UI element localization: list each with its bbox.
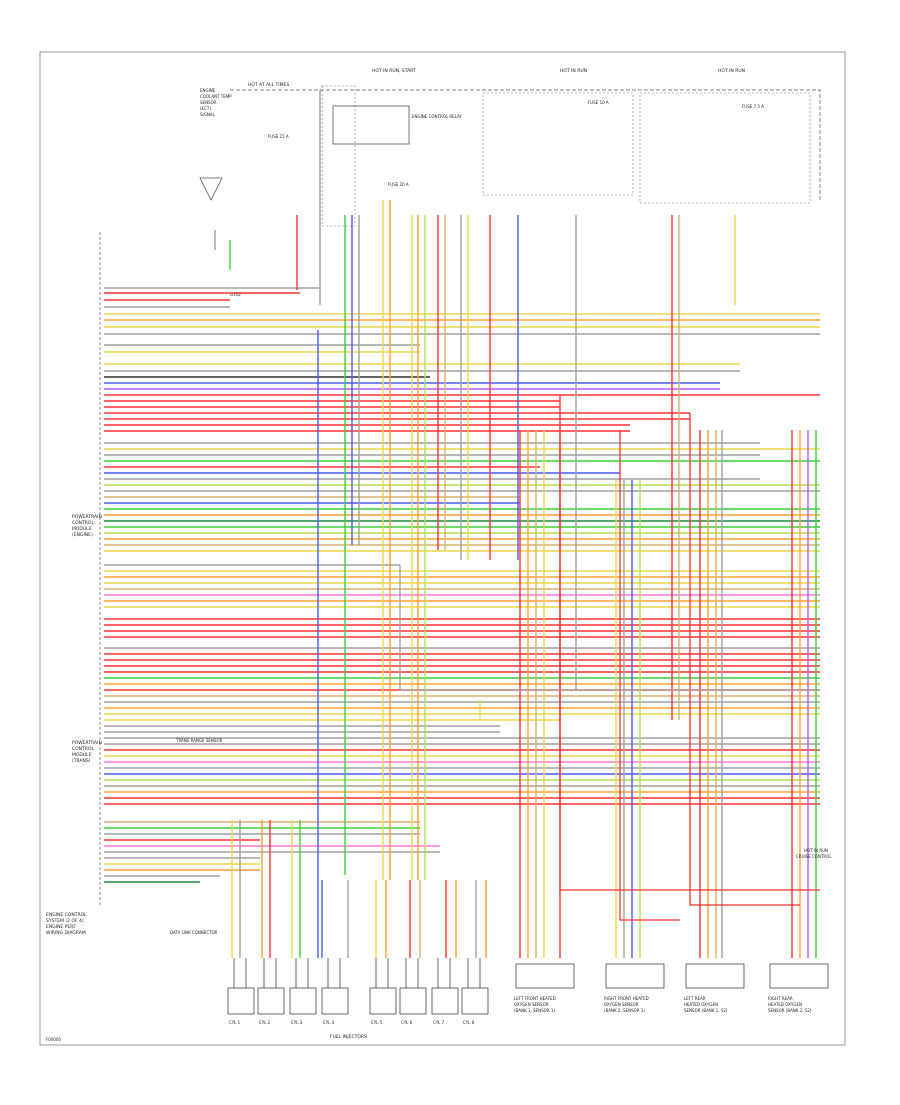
- svg-text:SENSOR: SENSOR: [200, 100, 217, 105]
- ecm-label-top: POWERTRAIN CONTROL MODULE (ENGINE): [72, 514, 102, 538]
- svg-text:ENGINE CONTROL: ENGINE CONTROL: [46, 912, 87, 918]
- wire-link-a: [559, 395, 820, 891]
- injector-7: CYL 7: [431, 987, 459, 1025]
- sensor-label-line: OXYGEN SENSOR: [514, 1002, 549, 1007]
- fuse-label-d: FUSE 7.5 A: [742, 104, 764, 109]
- sensor-label-line: SENSOR (BANK 1, S2): [684, 1008, 728, 1013]
- sensor-label-line: RIGHT REAR: [768, 996, 793, 1001]
- injector-4: CYL 4: [321, 987, 349, 1025]
- ect-sensor-label: ENGINE COOLANT TEMP SENSOR (ECT) SIGNAL: [200, 88, 232, 117]
- injector-3: CYL 3: [289, 987, 317, 1025]
- sensor-label-line: OXYGEN SENSOR: [604, 1002, 639, 1007]
- sensor-label-line: (BANK 1, SENSOR 1): [514, 1008, 555, 1013]
- upper-dashed-box: [321, 85, 356, 227]
- injector-label: CYL 8: [463, 1020, 475, 1025]
- relay-box: [332, 105, 410, 145]
- injector-6: CYL 6: [399, 987, 427, 1025]
- sensor-box: [769, 963, 829, 989]
- injector-box: [227, 987, 255, 1015]
- sensor-label-line: RIGHT FRONT HEATED: [604, 996, 649, 1001]
- power-label-c: HOT IN RUN: [560, 68, 587, 74]
- sensor-box: [605, 963, 665, 989]
- sensor-box: [685, 963, 745, 989]
- svg-text:(ENGINE): (ENGINE): [72, 532, 93, 538]
- injector-box: [461, 987, 489, 1015]
- fuel-injectors-label: FUEL INJECTORS: [330, 1034, 367, 1040]
- svg-text:(ECT): (ECT): [200, 106, 211, 111]
- sensor-box: [515, 963, 575, 989]
- svg-text:POWERTRAIN: POWERTRAIN: [72, 514, 102, 520]
- svg-text:CONTROL: CONTROL: [72, 746, 94, 752]
- wire-link-b: [619, 430, 680, 921]
- injector-label: CYL 1: [229, 1020, 241, 1025]
- injector-group: CYL 1 CYL 2 CYL 3 CYL 4 CYL 5 CYL 6 CYL 7 CYL 8: [227, 987, 489, 1025]
- relay-label: ENGINE CONTROL RELAY: [412, 114, 462, 119]
- injector-label: CYL 3: [291, 1020, 303, 1025]
- svg-text:WIRING DIAGRAM: WIRING DIAGRAM: [46, 930, 86, 936]
- svg-text:CRUISE CONTROL: CRUISE CONTROL: [796, 854, 832, 859]
- fuse-label-a: FUSE 15 A: [268, 134, 289, 139]
- injector-box: [431, 987, 459, 1015]
- sensor-label-line: HEATED OXYGEN: [768, 1002, 802, 1007]
- injector-box: [289, 987, 317, 1015]
- svg-text:HOT IN RUN: HOT IN RUN: [804, 848, 828, 853]
- injector-8: CYL 8: [461, 987, 489, 1025]
- svg-text:POWERTRAIN: POWERTRAIN: [72, 740, 102, 746]
- injector-box: [321, 987, 349, 1015]
- svg-text:SYSTEM (2 OF 4): SYSTEM (2 OF 4): [46, 918, 84, 924]
- power-label-d: HOT IN RUN: [718, 68, 745, 74]
- figure-id: F00000: [46, 1037, 61, 1042]
- fuse-label-c: FUSE 10 A: [588, 100, 609, 105]
- wire-link-d: [399, 565, 820, 691]
- injector-label: CYL 5: [371, 1020, 383, 1025]
- switch-box-a: [482, 92, 634, 196]
- sensor-label-line: LEFT REAR: [684, 996, 706, 1001]
- svg-text:SIGNAL: SIGNAL: [200, 112, 216, 117]
- injector-label: CYL 6: [401, 1020, 413, 1025]
- injector-box: [369, 987, 397, 1015]
- svg-text:ENGINE PERF.: ENGINE PERF.: [46, 924, 77, 930]
- ecm-label-bottom: POWERTRAIN CONTROL MODULE (TRANS): [72, 740, 102, 764]
- injector-label: CYL 4: [323, 1020, 335, 1025]
- wire-link-c: [689, 413, 800, 906]
- power-rail: [230, 89, 821, 200]
- svg-text:CONTROL: CONTROL: [72, 520, 94, 526]
- sensor-label-line: (BANK 2, SENSOR 1): [604, 1008, 645, 1013]
- power-label-b: HOT IN RUN, START: [372, 68, 416, 74]
- injector-label: CYL 7: [433, 1020, 445, 1025]
- svg-text:MODULE: MODULE: [72, 752, 92, 758]
- svg-text:(TRANS): (TRANS): [72, 758, 91, 764]
- wire-group: [104, 90, 820, 988]
- diagram-frame: [39, 51, 846, 1046]
- fuse-label-b: FUSE 20 A: [388, 182, 409, 187]
- switch-box-b: [639, 92, 811, 204]
- injector-box: [399, 987, 427, 1015]
- injector-1: CYL 1: [227, 987, 255, 1025]
- sensor-label-line: HEATED OXYGEN: [684, 1002, 718, 1007]
- trans-range-label: TRANS RANGE SENSOR: [175, 738, 223, 743]
- svg-text:ENGINE: ENGINE: [200, 88, 216, 93]
- dlc-label: DATA LINK CONNECTOR: [170, 930, 218, 935]
- svg-text:COOLANT TEMP: COOLANT TEMP: [200, 94, 232, 99]
- injector-box: [257, 987, 285, 1015]
- sensor-label-line: SENSOR (BANK 2, S2): [768, 1008, 812, 1013]
- injector-2: CYL 2: [257, 987, 285, 1025]
- svg-text:MODULE: MODULE: [72, 526, 92, 532]
- power-label-a: HOT AT ALL TIMES: [248, 82, 289, 88]
- cruise-note: HOT IN RUN CRUISE CONTROL: [796, 848, 832, 859]
- injector-5: CYL 5: [369, 987, 397, 1025]
- injector-label: CYL 2: [259, 1020, 271, 1025]
- sensor-label-line: LEFT FRONT HEATED: [514, 996, 556, 1001]
- ground-label: G102: [230, 292, 241, 297]
- bottom-left-note: ENGINE CONTROL SYSTEM (2 OF 4) ENGINE PE…: [46, 912, 87, 936]
- ect-sensor-symbol: [199, 177, 223, 201]
